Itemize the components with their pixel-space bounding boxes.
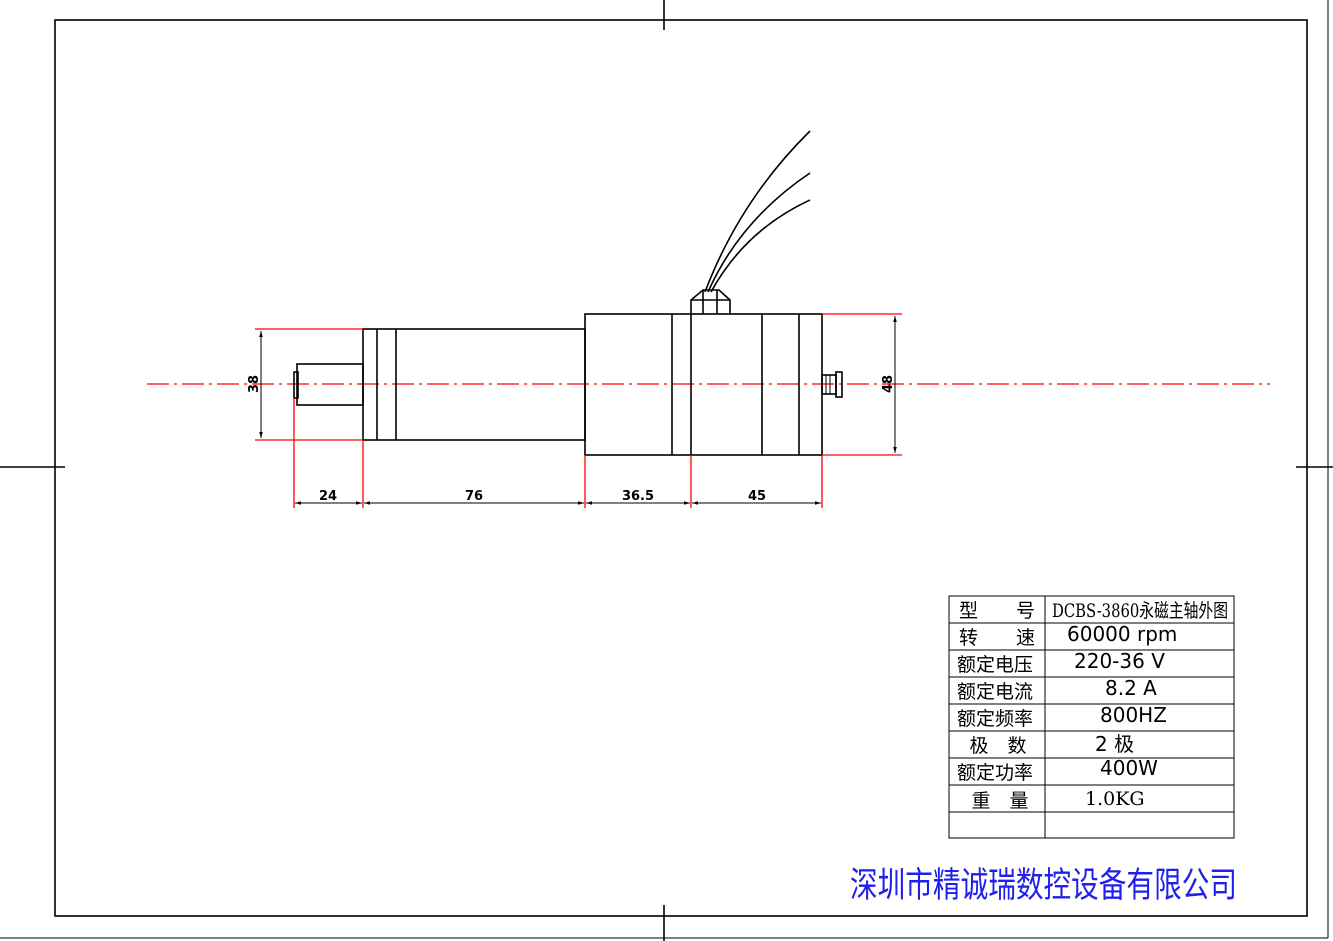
spec-label: 额定功率 bbox=[957, 762, 1033, 784]
spec-value: 8.2 A bbox=[1105, 676, 1157, 700]
spec-label: 额定频率 bbox=[957, 708, 1033, 730]
rear-fitting bbox=[821, 371, 843, 398]
spec-value: DCBS-3860永磁主轴外图 bbox=[1052, 600, 1228, 622]
dim-front-diameter: 38 bbox=[247, 375, 262, 393]
spec-label: 额定电流 bbox=[957, 681, 1033, 703]
dim-rear-diameter: 48 bbox=[881, 375, 896, 393]
dim-shaft-length: 24 bbox=[319, 489, 337, 504]
dim-mid-body-length: 36.5 bbox=[622, 489, 654, 504]
spindle-motor bbox=[293, 130, 843, 456]
spec-table bbox=[948, 595, 1235, 839]
dim-front-body-length: 76 bbox=[465, 489, 483, 504]
spec-value: 800HZ bbox=[1100, 703, 1167, 727]
spec-value: 60000 rpm bbox=[1067, 622, 1177, 646]
spec-value: 220-36 V bbox=[1074, 649, 1165, 673]
cable-gland bbox=[690, 289, 731, 314]
spec-value: 400W bbox=[1100, 756, 1158, 780]
shaft-tip bbox=[293, 371, 299, 399]
spec-table-labels: 型 号 转 速 额定电压 额定电流 额定频率 极 数 额定功率 重 量 bbox=[957, 600, 1035, 812]
spec-label: 额定电压 bbox=[957, 654, 1033, 676]
company-name: 深圳市精诚瑞数控设备有限公司 bbox=[850, 866, 1237, 906]
spec-label: 型 号 bbox=[959, 600, 1035, 622]
spec-value: 2 极 bbox=[1095, 732, 1134, 756]
spec-value: 1.0KG bbox=[1085, 788, 1145, 810]
dimension-lines bbox=[255, 313, 902, 508]
spec-table-values: DCBS-3860永磁主轴外图 60000 rpm 220-36 V 8.2 A… bbox=[1052, 600, 1228, 810]
dim-rear-body-length: 45 bbox=[748, 489, 766, 504]
spec-label: 重 量 bbox=[971, 790, 1028, 812]
spec-label: 极 数 bbox=[969, 735, 1026, 757]
spec-label: 转 速 bbox=[959, 627, 1035, 649]
wires bbox=[704, 130, 811, 293]
